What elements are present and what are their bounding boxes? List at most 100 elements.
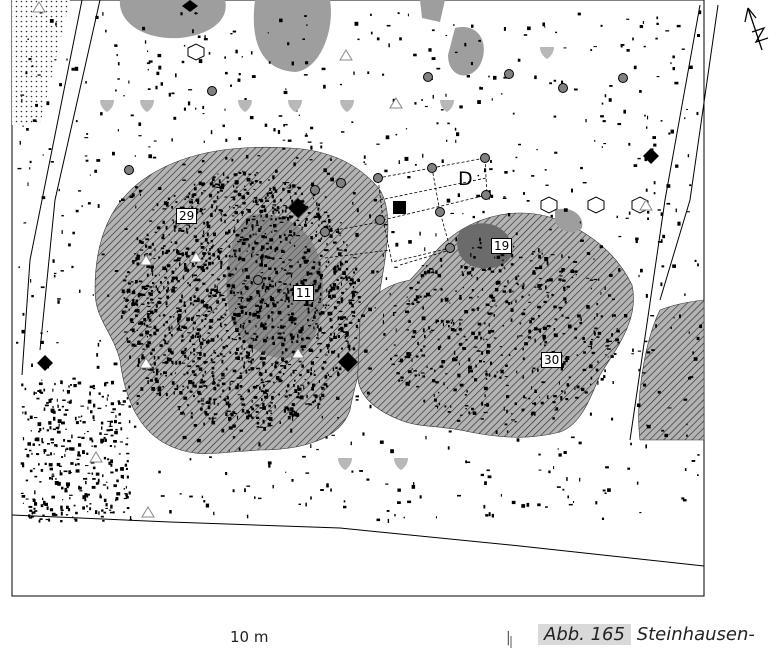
find-dot — [193, 395, 195, 398]
find-dot — [406, 303, 410, 305]
find-dot — [266, 393, 269, 397]
find-dot — [430, 271, 435, 274]
find-dot — [108, 425, 113, 427]
find-dot — [493, 314, 495, 317]
find-dot — [107, 458, 110, 461]
find-dot — [596, 336, 600, 338]
find-dot — [242, 268, 244, 273]
find-dot — [618, 235, 622, 238]
find-dot — [48, 463, 53, 467]
find-dot — [275, 362, 280, 364]
find-dot — [112, 511, 115, 514]
find-dot — [570, 269, 574, 274]
find-dot — [24, 448, 28, 450]
square-find-marker — [393, 201, 406, 214]
find-dot — [219, 353, 223, 356]
find-dot — [216, 355, 220, 357]
find-dot — [167, 287, 169, 291]
find-dot — [168, 348, 172, 352]
find-dot — [308, 272, 313, 275]
find-dot — [559, 275, 563, 277]
find-dot — [553, 79, 557, 82]
find-dot — [243, 365, 245, 369]
find-dot — [434, 369, 436, 373]
find-dot — [481, 401, 484, 406]
find-dot — [66, 447, 69, 450]
find-dot — [137, 253, 139, 256]
find-dot — [201, 182, 205, 185]
find-dot — [243, 361, 245, 365]
find-dot — [583, 341, 586, 343]
find-dot — [435, 319, 438, 324]
find-dot — [148, 326, 152, 328]
find-dot — [202, 374, 204, 377]
find-dot — [314, 311, 316, 314]
find-dot — [197, 400, 201, 403]
find-dot — [145, 330, 149, 335]
find-dot — [263, 338, 267, 343]
find-dot — [252, 313, 256, 317]
find-dot — [195, 238, 199, 243]
find-dot — [469, 270, 472, 275]
find-dot — [139, 321, 144, 325]
find-dot — [216, 187, 220, 188]
find-dot — [263, 427, 266, 431]
find-dot — [285, 182, 290, 184]
find-dot — [684, 293, 686, 296]
find-dot — [256, 416, 260, 420]
find-dot — [537, 503, 541, 507]
find-dot — [314, 394, 318, 399]
find-dot — [113, 362, 118, 366]
find-dot — [693, 357, 698, 361]
find-dot — [266, 411, 269, 415]
find-dot — [78, 454, 81, 457]
find-dot — [330, 158, 332, 161]
find-dot — [162, 386, 164, 388]
find-dot — [98, 392, 101, 395]
find-dot — [374, 307, 376, 309]
find-dot — [289, 411, 293, 416]
find-dot — [69, 497, 71, 500]
find-dot — [635, 239, 638, 244]
find-dot — [78, 190, 82, 192]
find-dot — [438, 403, 441, 406]
find-dot — [26, 128, 29, 131]
find-dot — [231, 287, 233, 290]
find-dot — [196, 336, 200, 338]
find-dot — [173, 116, 177, 120]
find-dot — [510, 308, 514, 312]
gray-patch-top-b — [253, 0, 331, 72]
find-dot — [171, 276, 175, 280]
find-dot — [159, 281, 162, 284]
find-dot — [580, 239, 584, 242]
find-dot — [406, 296, 408, 298]
find-dot — [639, 25, 644, 29]
find-dot — [261, 245, 265, 250]
find-dot — [182, 435, 187, 440]
find-dot — [87, 511, 89, 513]
find-dot — [468, 357, 471, 362]
find-dot — [232, 196, 236, 201]
find-dot — [485, 338, 488, 340]
find-dot — [258, 497, 262, 500]
find-dot — [265, 242, 270, 245]
find-dot — [146, 233, 149, 237]
find-dot — [673, 317, 675, 319]
find-dot — [574, 88, 578, 91]
find-dot — [546, 395, 549, 399]
find-dot — [333, 265, 337, 268]
find-dot — [133, 425, 137, 428]
find-dot — [615, 338, 619, 342]
find-dot — [609, 273, 613, 277]
find-dot — [135, 344, 137, 347]
find-dot — [534, 327, 538, 331]
find-dot — [333, 306, 336, 309]
find-dot — [696, 111, 699, 116]
find-dot — [100, 421, 104, 425]
find-dot — [601, 102, 604, 105]
find-dot — [201, 403, 204, 405]
find-dot — [508, 354, 511, 356]
find-dot — [217, 278, 221, 281]
find-dot — [347, 341, 349, 345]
find-dot — [341, 300, 343, 304]
